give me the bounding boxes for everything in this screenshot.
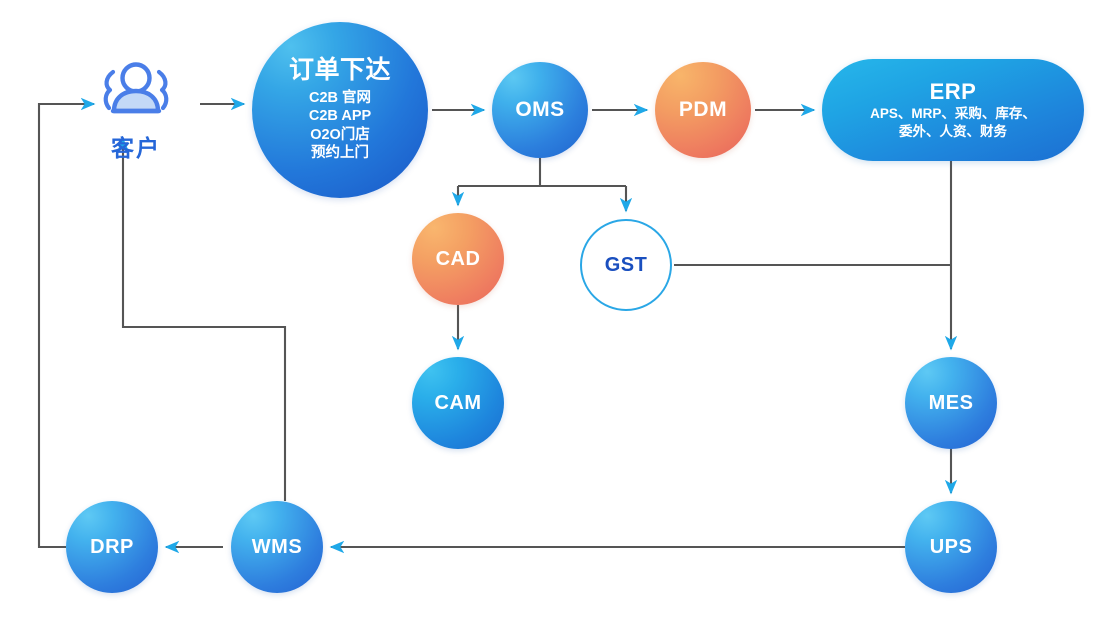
node-mes[interactable]: MES (905, 357, 997, 449)
cam-label: CAM (434, 391, 482, 414)
node-oms[interactable]: OMS (492, 62, 588, 158)
wms-label: WMS (251, 535, 303, 558)
erp-line-2: 委外、人资、财务 (898, 123, 1007, 139)
erp-title: ERP (929, 79, 977, 105)
node-drp[interactable]: DRP (66, 501, 158, 593)
node-wms[interactable]: WMS (231, 501, 323, 593)
pdm-label: PDM (678, 97, 728, 121)
node-cam[interactable]: CAM (412, 357, 504, 449)
order-line-4: 预约上门 (311, 145, 369, 162)
customer-label: 客户 (111, 135, 161, 161)
people-group-icon (103, 62, 169, 114)
order-line-3: O2O门店 (310, 126, 370, 143)
mes-label: MES (928, 391, 974, 414)
erp-detail-lines: APS、MRP、采购、库存、 委外、人资、财务 (870, 105, 1036, 140)
drp-label: DRP (90, 535, 134, 558)
order-line-2: C2B APP (308, 108, 372, 125)
node-cad[interactable]: CAD (412, 213, 504, 305)
cad-label: CAD (435, 247, 481, 270)
node-customer[interactable]: 客户 (78, 52, 194, 170)
edge-drp-customer (37, 97, 96, 549)
order-line-1: C2B 官网 (308, 89, 372, 106)
node-gst[interactable]: GST (580, 219, 672, 311)
gst-label: GST (604, 253, 648, 276)
node-erp[interactable]: ERP APS、MRP、采购、库存、 委外、人资、财务 (822, 59, 1084, 161)
order-detail-lines: C2B 官网 C2B APP O2O门店 预约上门 (309, 89, 371, 163)
erp-line-1: APS、MRP、采购、库存、 (870, 106, 1036, 122)
order-title: 订单下达 (288, 56, 391, 85)
node-pdm[interactable]: PDM (655, 62, 751, 158)
oms-label: OMS (515, 97, 565, 121)
edge-wms-customer (116, 137, 287, 501)
node-ups[interactable]: UPS (905, 501, 997, 593)
ups-label: UPS (929, 535, 973, 558)
node-order-placement[interactable]: 订单下达 C2B 官网 C2B APP O2O门店 预约上门 (252, 22, 428, 198)
